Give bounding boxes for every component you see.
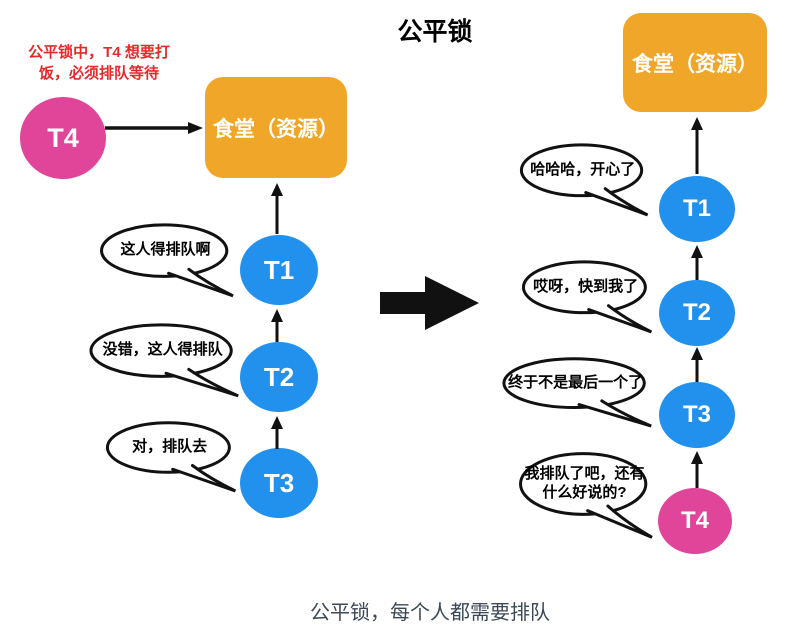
thread-circle-t2-left: T2: [240, 342, 318, 412]
thread-label: T4: [47, 122, 79, 153]
transition-arrow: [380, 275, 480, 331]
thread-circle-t2-right: T2: [659, 280, 735, 346]
thread-circle-t4-left: T4: [20, 97, 106, 179]
arrow-right-t4-to-t3: [689, 450, 705, 488]
arrow-left-t1-to-canteen: [269, 182, 285, 234]
arrow-right-t2-to-t1: [689, 244, 705, 280]
arrow-left-t3-to-t2: [269, 415, 285, 449]
speech-bubble-left-t3: 对，排队去: [104, 419, 250, 494]
bubble-text: 这人得排队啊: [120, 241, 211, 259]
thread-circle-t4-right: T4: [658, 488, 732, 554]
speech-bubble-right-t4: 我排队了吧，还有什么好说的?: [517, 449, 667, 541]
thread-circle-t1-left: T1: [240, 235, 318, 305]
thread-label: T2: [682, 299, 711, 326]
arrow-right-t1-to-canteen: [689, 116, 705, 174]
speech-bubble-left-t1: 这人得排队啊: [98, 221, 248, 299]
bubble-text: 哈哈哈，开心了: [530, 160, 636, 178]
annotation-line-1: 公平锁中，T4 想要打: [28, 44, 170, 61]
bubble-text: 对，排队去: [132, 438, 208, 456]
bubble-text: 没错，这人得排队: [102, 341, 223, 359]
bubble-text: 我排队了吧，还有什么好说的?: [524, 465, 645, 502]
thread-label: T1: [682, 195, 711, 222]
arrow-left-t2-to-t1: [269, 308, 285, 342]
thread-circle-t3-right: T3: [659, 382, 735, 448]
arrow-t4-to-canteen: [104, 120, 204, 136]
thread-label: T3: [263, 467, 295, 498]
thread-circle-t1-right: T1: [659, 176, 735, 242]
canteen-label-left: 食堂（资源）: [213, 117, 339, 141]
annotation-line-2: 饭，必须排队等待: [38, 65, 159, 82]
thread-label: T2: [263, 361, 295, 392]
speech-bubble-right-t2: 哎呀，快到我了: [520, 258, 666, 335]
thread-label: T4: [680, 507, 709, 534]
bubble-text: 哎呀，快到我了: [533, 277, 639, 295]
bubble-text: 终于不是最后一个了: [508, 373, 644, 391]
thread-label: T1: [263, 254, 295, 285]
speech-bubble-right-t1: 哈哈哈，开心了: [518, 141, 662, 218]
arrow-right-t3-to-t2: [689, 346, 705, 382]
speech-bubble-left-t2: 没错，这人得排队: [87, 321, 255, 399]
annotation-note: 公平锁中，T4 想要打 饭，必须排队等待: [18, 42, 180, 84]
canteen-label-right: 食堂（资源）: [632, 52, 758, 76]
thread-circle-t3-left: T3: [240, 448, 318, 518]
thread-label: T3: [682, 401, 711, 428]
page-title: 公平锁: [397, 18, 473, 46]
bottom-caption: 公平锁，每个人都需要排队: [310, 602, 550, 624]
speech-bubble-right-t3: 终于不是最后一个了: [500, 355, 668, 429]
canteen-resource-box-right: 食堂（资源）: [623, 13, 767, 112]
canteen-resource-box-left: 食堂（资源）: [205, 77, 347, 178]
